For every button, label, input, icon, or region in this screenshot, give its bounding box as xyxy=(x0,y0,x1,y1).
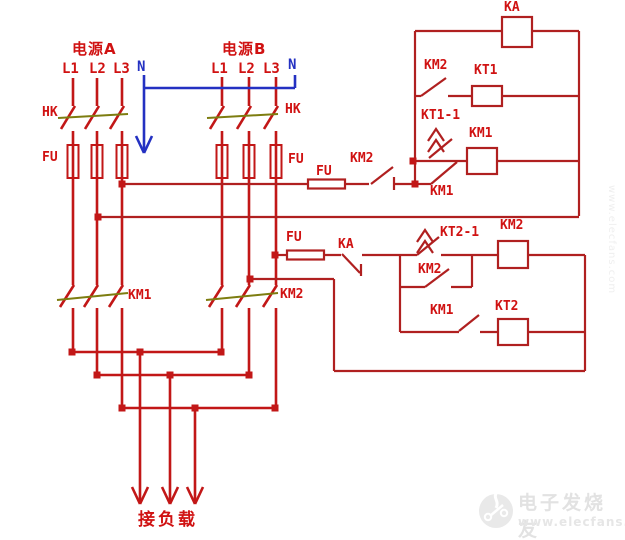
fu-a-label: FU xyxy=(42,150,58,165)
kt2-delay-label: KT2-1 xyxy=(440,225,480,240)
km2-nc-label: KM2 xyxy=(424,58,448,73)
fuse-a3-icon xyxy=(115,144,129,179)
control-a-wiring xyxy=(98,15,581,219)
fuse-line-a-icon xyxy=(306,178,347,190)
power-b-l3-label: L3 xyxy=(263,61,280,77)
load-arrow-icon xyxy=(185,486,205,505)
fu-b-label: FU xyxy=(288,152,304,167)
load-label: 接负载 xyxy=(138,510,198,530)
fuse-line-a-label: FU xyxy=(316,164,332,179)
watermark-side-url: www.elecfans.com xyxy=(606,185,617,295)
fuse-b3-icon xyxy=(269,144,283,179)
hk-b-label: HK xyxy=(285,102,301,117)
control-b-return xyxy=(250,277,585,373)
power-a-l3-label: L3 xyxy=(113,61,130,77)
watermark-logo-icon xyxy=(479,491,513,528)
km2-hold-contact-icon xyxy=(424,268,450,288)
km1-coil-label: KM1 xyxy=(469,126,493,141)
kt2-coil-label: KT2 xyxy=(495,299,519,314)
power-b-l2-label: L2 xyxy=(238,61,255,77)
power-a-l2-label: L2 xyxy=(89,61,106,77)
km1-hold-label: KM1 xyxy=(430,184,454,199)
kt1-delay-arrow-icon xyxy=(427,138,445,153)
power-b-l1-label: L1 xyxy=(211,61,228,77)
fuse-line-b-label: FU xyxy=(286,230,302,245)
km1-coil-icon xyxy=(465,146,499,176)
watermark-brand: 电子发烧友 xyxy=(518,492,607,540)
kt2-delay-arrow-icon xyxy=(416,228,434,243)
km1-main-label: KM1 xyxy=(128,288,152,303)
hk-a-label: HK xyxy=(42,105,58,120)
load-arrow-icon xyxy=(160,486,180,505)
km1-hold-contact-icon xyxy=(430,161,458,185)
km2-main-label: KM2 xyxy=(280,287,304,302)
neutral-line xyxy=(134,75,297,154)
power-a-l1-label: L1 xyxy=(62,61,79,77)
ka-nc-label: KA xyxy=(338,237,354,252)
ka-nc-contact-icon xyxy=(341,253,361,274)
km2-interlock-contact-icon xyxy=(370,166,394,185)
kt2-coil-icon xyxy=(496,317,530,347)
load-arrow-icon xyxy=(130,486,150,505)
km1-aux-label: KM1 xyxy=(430,303,454,318)
fuse-a1-icon xyxy=(66,144,80,179)
kt2-delay-arrow-icon xyxy=(416,239,434,254)
fuse-line-b-icon xyxy=(285,249,326,261)
switch-link-bars xyxy=(56,113,279,301)
km1-aux-contact-icon xyxy=(458,314,480,332)
kt1-coil-label: KT1 xyxy=(474,63,498,78)
ka-coil-label: KA xyxy=(504,0,520,15)
power-b-lines xyxy=(207,77,280,408)
kt1-delay-arrow-icon xyxy=(427,127,445,142)
power-a-lines xyxy=(58,78,126,408)
km2-hold-label: KM2 xyxy=(418,262,442,277)
junction-dots xyxy=(68,157,419,412)
fuse-a2-icon xyxy=(90,144,104,179)
km2-nc-contact-icon xyxy=(420,77,447,97)
power-a-n-label: N xyxy=(137,59,146,75)
km2-coil-label: KM2 xyxy=(500,218,524,233)
km2-interlock-label: KM2 xyxy=(350,151,374,166)
kt1-coil-icon xyxy=(470,84,504,108)
output-buses xyxy=(72,350,276,505)
neutral-arrow-icon xyxy=(134,135,154,154)
ka-coil-icon xyxy=(500,15,534,49)
power-b-title: 电源B xyxy=(222,40,267,58)
fuse-b1-icon xyxy=(215,144,229,179)
kt1-delay-label: KT1-1 xyxy=(421,108,461,123)
km2-coil-icon xyxy=(496,239,530,270)
power-a-title: 电源A xyxy=(72,40,117,58)
fuse-b2-icon xyxy=(242,144,256,179)
watermark-url: www.elecfans.com xyxy=(518,515,625,529)
power-b-n-label: N xyxy=(288,57,297,73)
fuse-symbols xyxy=(66,144,283,179)
control-b-wiring xyxy=(250,228,587,373)
